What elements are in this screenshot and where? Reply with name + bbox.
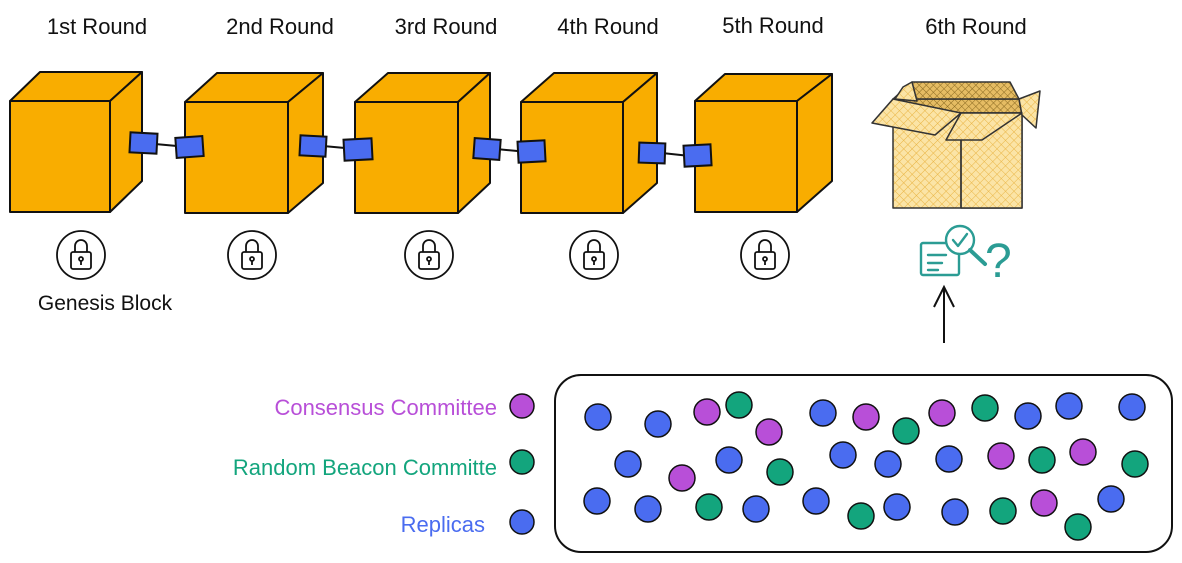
- node-random-beacon: [847, 502, 875, 530]
- lock-icon: [227, 230, 277, 280]
- node-replica: [715, 446, 743, 474]
- node-random-beacon: [725, 391, 753, 419]
- node-replica: [1014, 402, 1042, 430]
- lock-icon: [404, 230, 454, 280]
- node-replica: [583, 487, 611, 515]
- node-replica: [829, 441, 857, 469]
- node-replica: [941, 498, 969, 526]
- node-replica: [1118, 393, 1146, 421]
- chain-link-4-5: [637, 141, 713, 168]
- legend-random-beacon-label: Random Beacon Committe: [233, 455, 497, 480]
- node-random-beacon: [989, 497, 1017, 525]
- node-random-beacon: [971, 394, 999, 422]
- round-label-4: 4th Round: [557, 14, 659, 39]
- node-replica: [809, 399, 837, 427]
- node-replica: [1097, 485, 1125, 513]
- block-cube-5: [694, 73, 833, 213]
- node-replica: [1055, 392, 1083, 420]
- legend-random-beacon-dot: [509, 449, 535, 475]
- block-cube-4: [520, 72, 658, 214]
- node-random-beacon: [766, 458, 794, 486]
- round-label-3: 3rd Round: [395, 14, 498, 39]
- node-random-beacon: [695, 493, 723, 521]
- node-replica: [634, 495, 662, 523]
- node-pool: [583, 391, 1149, 541]
- node-random-beacon: [1064, 513, 1092, 541]
- node-replica: [644, 410, 672, 438]
- node-consensus: [755, 418, 783, 446]
- node-random-beacon: [1121, 450, 1149, 478]
- lock-icon: [56, 230, 106, 280]
- legend-replica-dot: [509, 509, 535, 535]
- node-replica: [742, 495, 770, 523]
- lock-icon: [740, 230, 790, 280]
- node-consensus: [928, 399, 956, 427]
- node-consensus: [693, 398, 721, 426]
- open-box-icon: [871, 81, 1041, 209]
- genesis-block-label: Genesis Block: [38, 292, 173, 315]
- lock-icon: [569, 230, 619, 280]
- node-consensus: [852, 403, 880, 431]
- node-random-beacon: [1028, 446, 1056, 474]
- round-label-1: 1st Round: [47, 14, 147, 39]
- chain-link-2-3: [298, 134, 374, 162]
- chain-link-1-2: [128, 131, 205, 159]
- arrow-up-icon: [933, 284, 955, 343]
- node-replica: [874, 450, 902, 478]
- node-consensus: [668, 464, 696, 492]
- node-replica: [584, 403, 612, 431]
- round-label-6: 6th Round: [925, 14, 1027, 39]
- node-replica: [935, 445, 963, 473]
- node-replica: [802, 487, 830, 515]
- legend-consensus-dot: [509, 393, 535, 419]
- node-consensus: [1030, 489, 1058, 517]
- node-replica: [614, 450, 642, 478]
- block-cube-3: [354, 72, 491, 214]
- legend-consensus-label: Consensus Committee: [274, 395, 497, 420]
- legend-replicas-label: Replicas: [401, 512, 485, 537]
- round-label-2: 2nd Round: [226, 14, 334, 39]
- block-cube-1: [9, 71, 143, 213]
- round-label-5: 5th Round: [722, 13, 824, 38]
- question-mark: ?: [985, 235, 1012, 288]
- chain-link-3-4: [472, 137, 547, 164]
- document-search-check-icon: [919, 224, 987, 277]
- node-consensus: [1069, 438, 1097, 466]
- node-random-beacon: [892, 417, 920, 445]
- node-replica: [883, 493, 911, 521]
- node-consensus: [987, 442, 1015, 470]
